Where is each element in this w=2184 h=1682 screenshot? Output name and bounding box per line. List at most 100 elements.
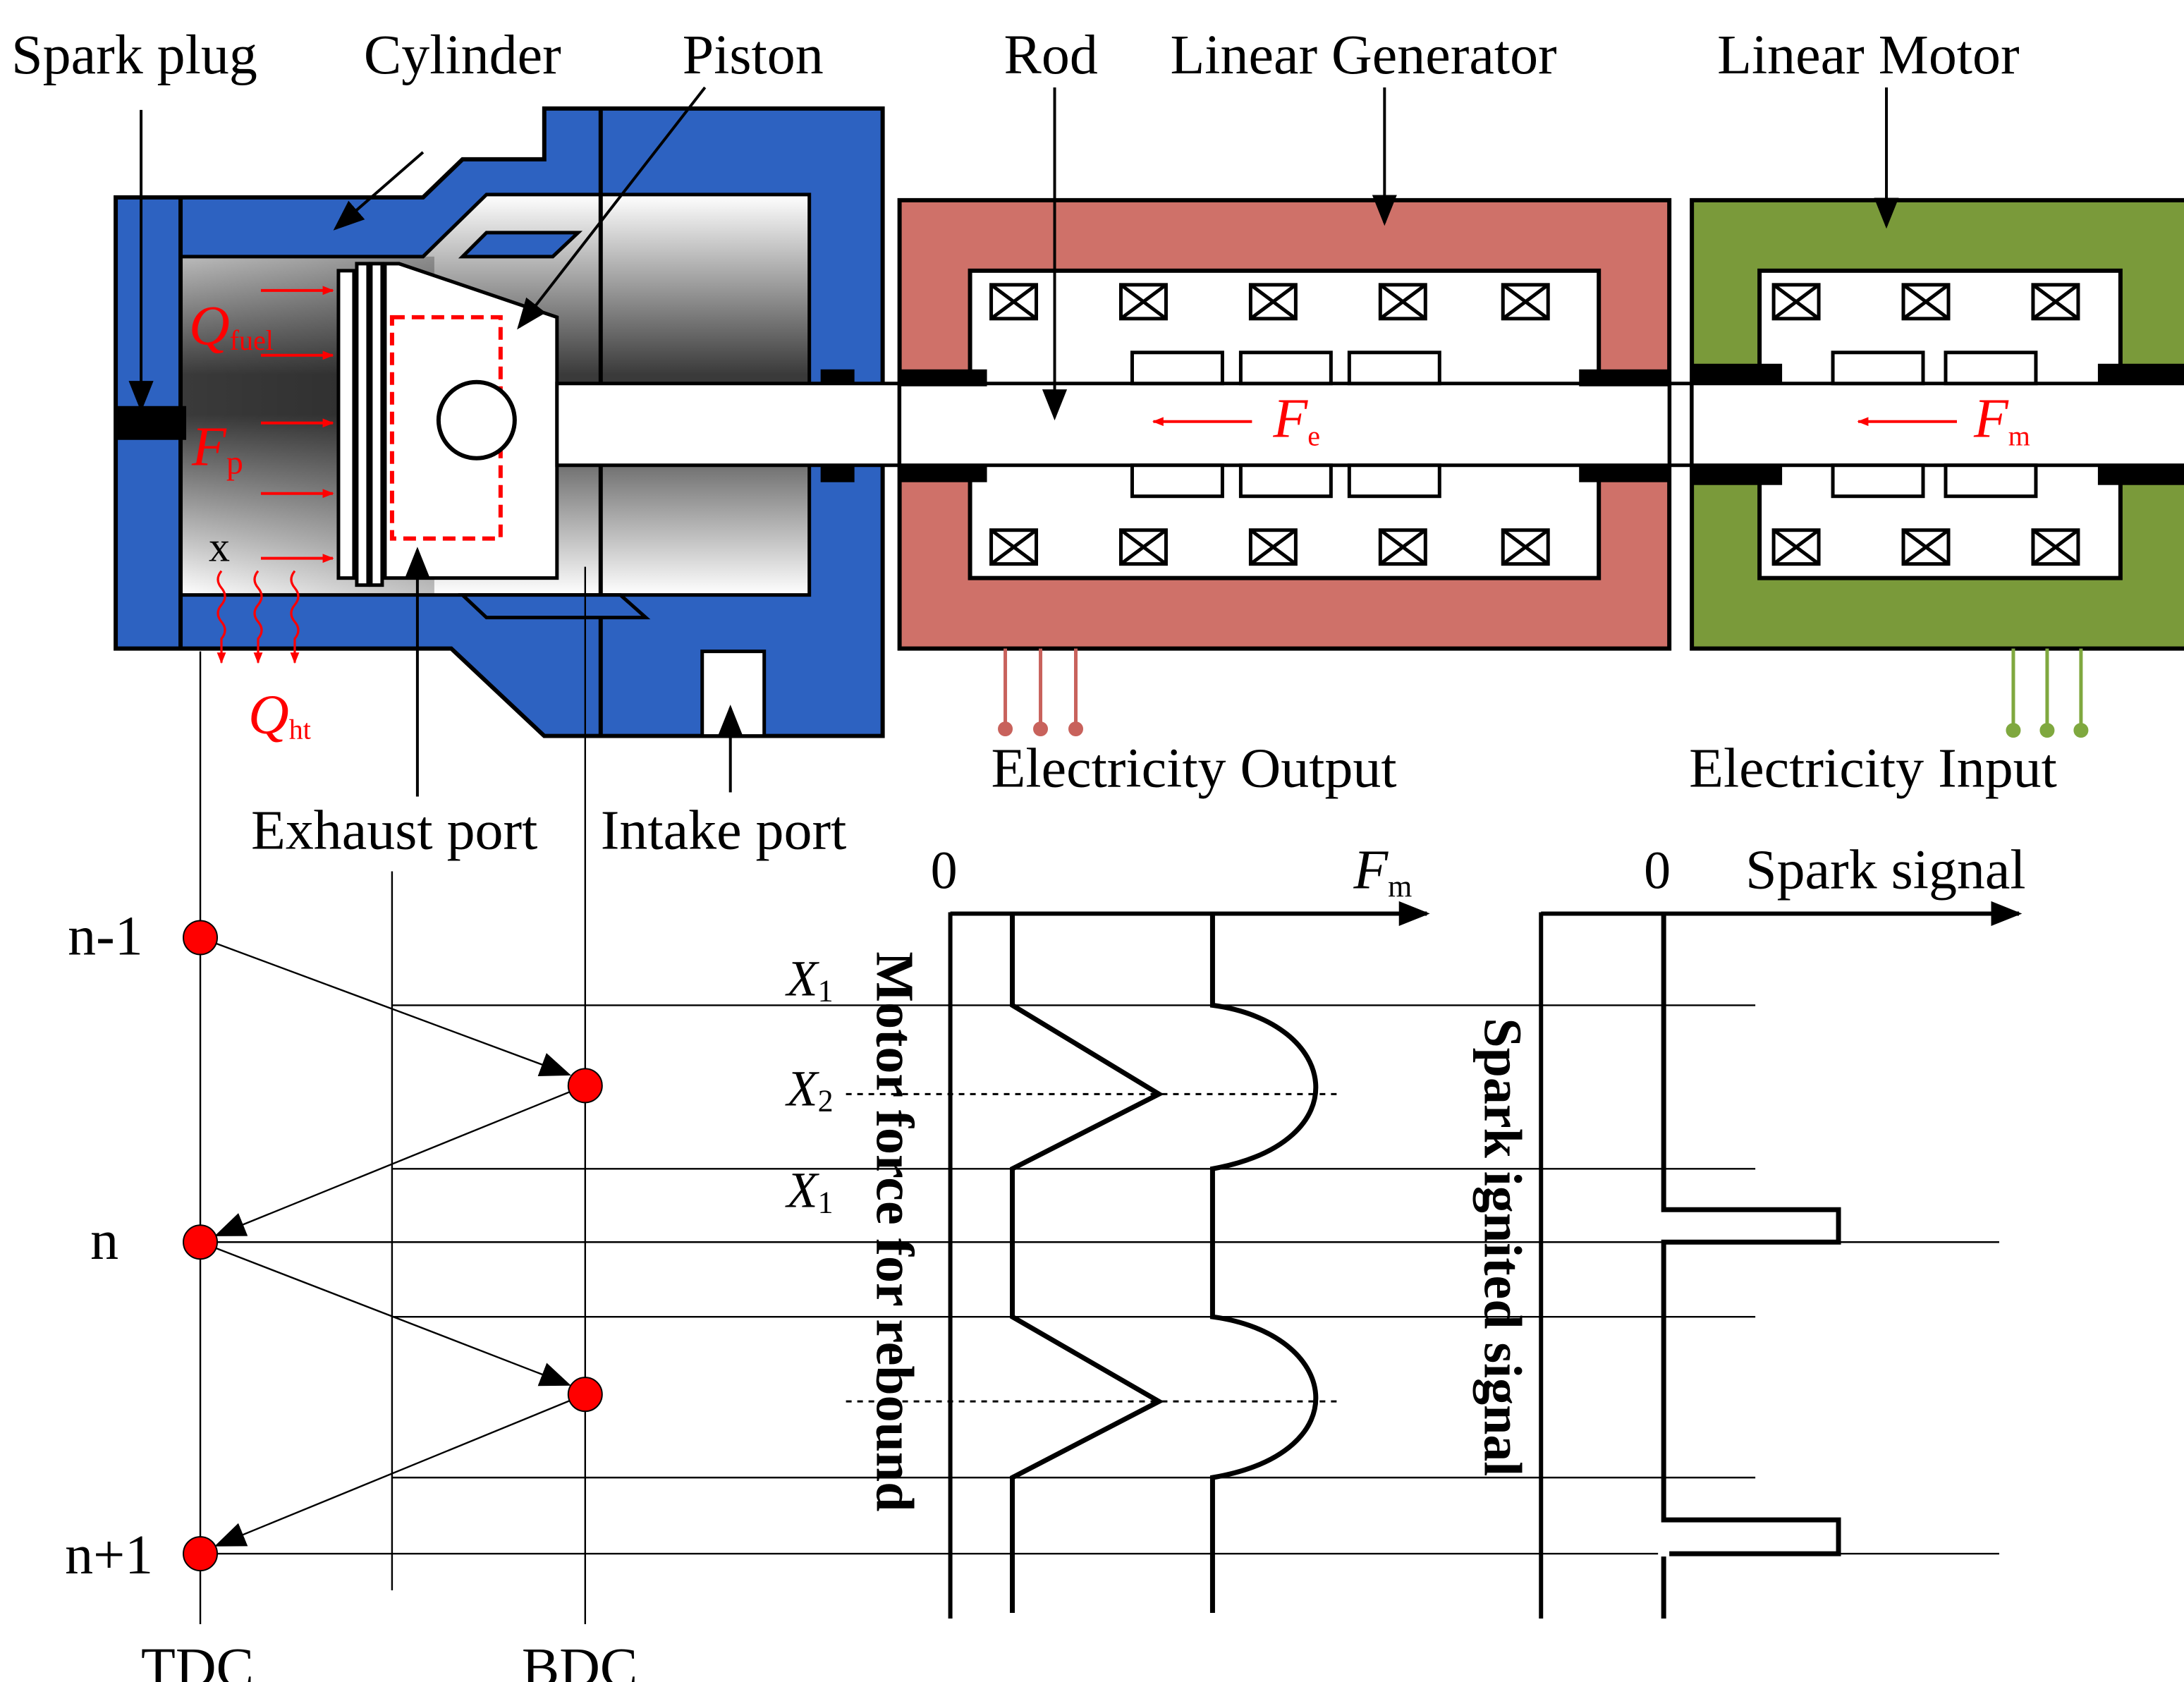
component-labels: Spark plug Cylinder Piston Rod Linear Ge… bbox=[11, 24, 2057, 862]
motor-coil-bottom bbox=[2033, 530, 2078, 564]
motor-seal-br bbox=[2097, 465, 2184, 485]
stroke-arrow bbox=[200, 1241, 571, 1387]
motor-rod-segment bbox=[1690, 382, 2184, 468]
generator-seal-br bbox=[1579, 465, 1670, 482]
piston-label: Piston bbox=[683, 24, 824, 86]
bdc-label: BDC bbox=[522, 1637, 637, 1682]
input-wires bbox=[2006, 648, 2089, 738]
generator-coil-top bbox=[1503, 285, 1548, 319]
cycle-label: n+1 bbox=[65, 1524, 153, 1586]
cylinder-label: Cylinder bbox=[364, 24, 561, 86]
generator-rod-segment bbox=[898, 382, 1671, 468]
wrist-pin bbox=[436, 379, 517, 461]
generator-seal-tr bbox=[1579, 369, 1670, 386]
generator-seal-tl bbox=[899, 369, 987, 386]
linear-generator bbox=[897, 197, 1672, 737]
bdc-point bbox=[567, 1377, 603, 1413]
q-ht-label: Qht bbox=[248, 684, 311, 746]
generator-magnet-bottom bbox=[1130, 463, 1224, 499]
tdc-point bbox=[183, 920, 219, 956]
rod-seal-bottom bbox=[820, 465, 855, 482]
generator-coil-bottom bbox=[1121, 530, 1166, 564]
electricity-output-label: Electricity Output bbox=[992, 738, 1397, 800]
intake-port bbox=[700, 650, 767, 738]
stroke-arrow bbox=[214, 1394, 586, 1547]
motor-chart-zero: 0 bbox=[931, 841, 958, 900]
output-wires bbox=[998, 648, 1084, 737]
generator-coil-bottom bbox=[992, 530, 1037, 564]
heat-transfer-arrows bbox=[216, 570, 300, 664]
motor-force-triangle-curve bbox=[1010, 913, 1164, 1614]
motor-coil-top bbox=[1903, 285, 1948, 319]
leader-arrows bbox=[128, 86, 1899, 797]
motor-chart-axis-label: Fm bbox=[1353, 839, 1412, 903]
x2-label: X2 bbox=[785, 1060, 834, 1118]
rod-label: Rod bbox=[1004, 24, 1098, 86]
f-m-rod-label: Fm bbox=[1973, 388, 2030, 452]
x1-label: X1 bbox=[785, 1162, 834, 1219]
motor-force-vertical-label: Motor force for rebound bbox=[865, 951, 925, 1511]
force-arrows bbox=[260, 286, 1957, 563]
generator-seal-bl bbox=[899, 465, 987, 482]
spark-ignited-vertical-label: Spark ignited signal bbox=[1472, 1018, 1532, 1476]
upper-transfer-vane bbox=[458, 231, 583, 259]
motor-coil-top bbox=[2033, 285, 2078, 319]
cycle-label: n-1 bbox=[68, 905, 143, 967]
bdc-point bbox=[567, 1068, 603, 1104]
stroke-arrow bbox=[200, 937, 571, 1077]
generator-coil-top bbox=[1380, 285, 1425, 319]
motor-force-smooth-curve bbox=[1209, 913, 1319, 1614]
generator-coil-top bbox=[1121, 285, 1166, 319]
piston-ring-3 bbox=[369, 262, 384, 587]
motor-magnet-bottom bbox=[1831, 463, 1925, 499]
generator-coil-bottom bbox=[1503, 530, 1548, 564]
spark-signal-chart: 0 Spark signal Spark ignited signal bbox=[1472, 839, 2026, 1619]
generator-magnet-top bbox=[1130, 351, 1224, 386]
motor-seal-tl bbox=[1692, 363, 1783, 384]
stroke-arrow bbox=[214, 1085, 586, 1236]
linear-motor-label: Linear Motor bbox=[1717, 24, 2020, 86]
piston-ring-2 bbox=[355, 262, 370, 587]
spark-trace-gap bbox=[1658, 1549, 1670, 1557]
generator-coil-bottom bbox=[1250, 530, 1295, 564]
motor-magnet-top bbox=[1944, 351, 2038, 386]
motor-magnet-top bbox=[1831, 351, 1925, 386]
intake-port-label: Intake port bbox=[601, 799, 847, 861]
symbol-labels: Qfuel Fp x Qht Fe Fm bbox=[189, 295, 2030, 746]
f-e-label: Fe bbox=[1272, 388, 1320, 452]
generator-magnet-bottom bbox=[1347, 463, 1441, 499]
spark-plug-label: Spark plug bbox=[11, 24, 257, 86]
generator-magnet-top bbox=[1347, 351, 1441, 386]
f-p-label: Fp bbox=[191, 416, 243, 482]
q-fuel-label: Qfuel bbox=[189, 295, 274, 357]
motor-force-chart: 0 Fm X1 X2 X1 Motor force for rebound bbox=[785, 839, 1430, 1619]
tdc-point bbox=[183, 1536, 219, 1572]
tdc-label: TDC bbox=[141, 1637, 254, 1682]
motor-seal-bl bbox=[1692, 465, 1783, 485]
linear-motor bbox=[1690, 197, 2184, 738]
spark-plug-body bbox=[116, 406, 187, 440]
electricity-input-label: Electricity Input bbox=[1689, 738, 2057, 800]
x1-label: X1 bbox=[785, 950, 834, 1008]
generator-coil-bottom bbox=[1380, 530, 1425, 564]
generator-coil-top bbox=[1250, 285, 1295, 319]
motor-seal-tr bbox=[2097, 363, 2184, 384]
motor-coil-bottom bbox=[1774, 530, 1819, 564]
spark-chart-axis-label: Spark signal bbox=[1745, 839, 2026, 901]
lower-transfer-vane bbox=[458, 593, 651, 620]
tdc-point bbox=[183, 1224, 219, 1260]
spark-chart-zero: 0 bbox=[1644, 841, 1671, 900]
motor-coil-bottom bbox=[1903, 530, 1948, 564]
x-label: x bbox=[209, 524, 230, 571]
linear-generator-label: Linear Generator bbox=[1170, 24, 1556, 86]
generator-magnet-top bbox=[1238, 351, 1333, 386]
spark-signal-trace bbox=[1661, 913, 1841, 1619]
piston-ring-1 bbox=[336, 269, 356, 580]
motor-magnet-bottom bbox=[1944, 463, 2038, 499]
motor-coil-top bbox=[1774, 285, 1819, 319]
generator-magnet-bottom bbox=[1238, 463, 1333, 499]
piston bbox=[336, 262, 559, 587]
exhaust-port-label: Exhaust port bbox=[251, 799, 537, 861]
cycle-timeline: n-1 n n+1 TDC BDC bbox=[65, 566, 1999, 1682]
